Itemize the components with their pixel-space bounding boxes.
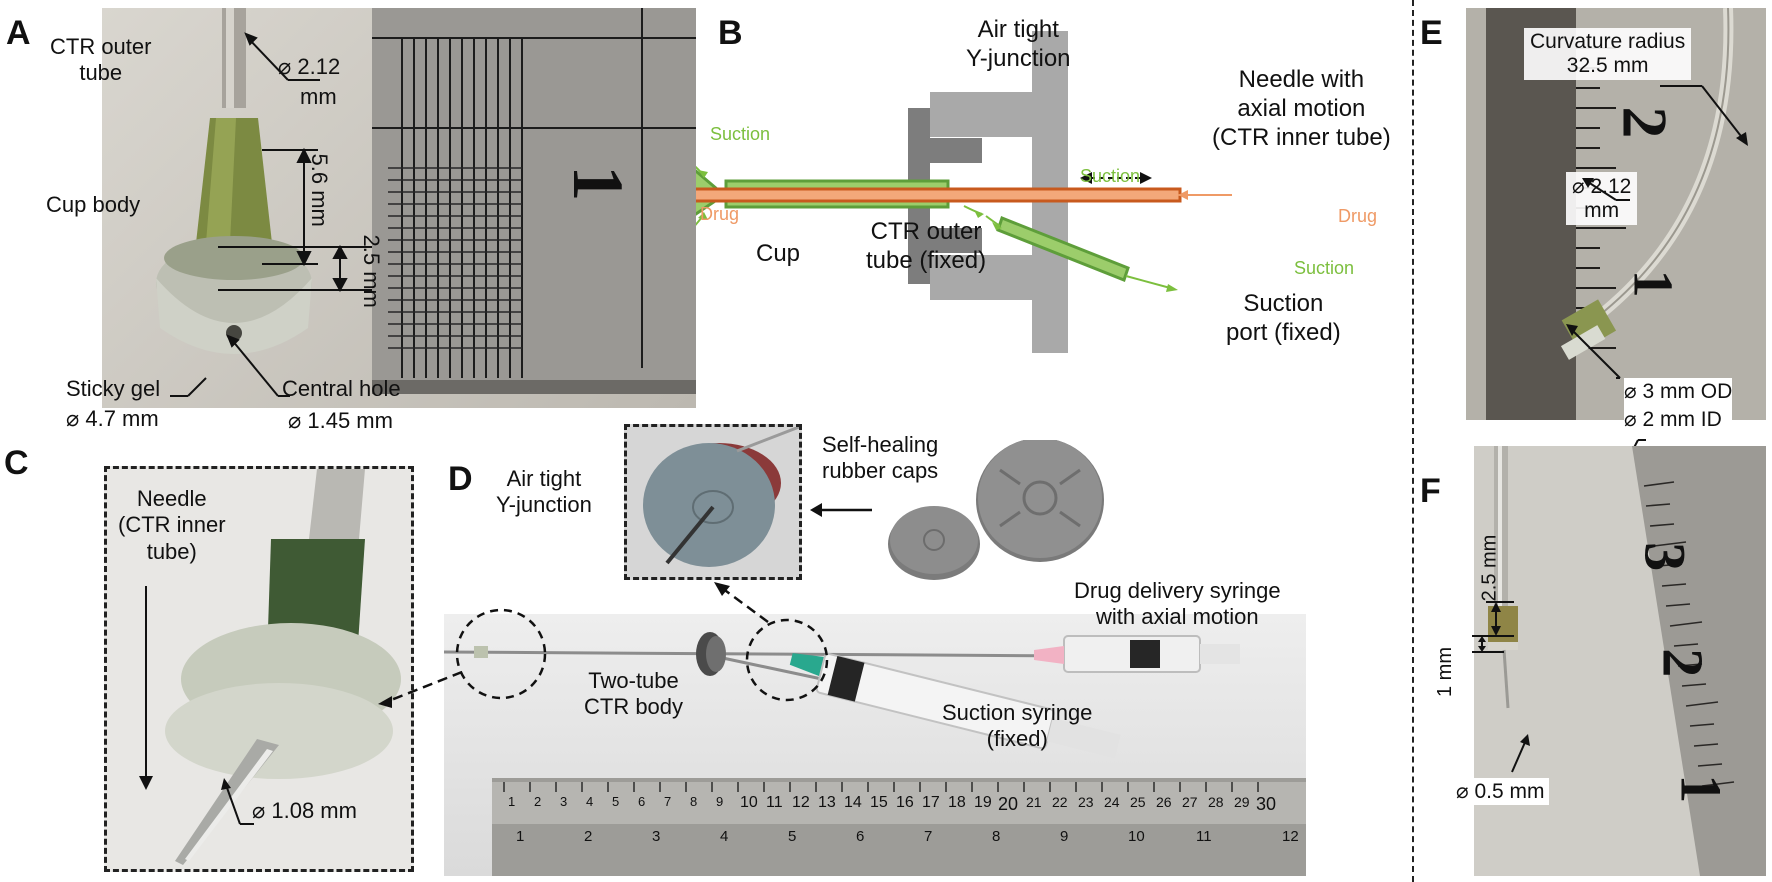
b-suction-mid: Suction (1080, 166, 1141, 186)
d-ruler-num: 30 (1256, 794, 1277, 814)
d-ruler-low-num: 8 (992, 828, 1001, 845)
d-ruler-num: 25 (1130, 794, 1146, 810)
d-ruler-num: 7 (664, 794, 672, 809)
b-suction-left: Suction (710, 124, 771, 144)
d-ruler-num: 28 (1208, 794, 1224, 810)
b-outer-tube-label: CTR outer tube (fixed) (866, 218, 987, 274)
b-cup-label: Cup (756, 240, 801, 267)
b-suction-right: Suction (1294, 258, 1355, 278)
d-y-junction-label: Air tight Y-junction (496, 466, 592, 518)
panel-d-drawing (444, 632, 1306, 876)
panel-c-frame (104, 466, 414, 872)
d-ruler-num: 9 (716, 794, 724, 809)
a-sticky-gel-dia: ⌀ 4.7 mm (66, 406, 159, 431)
vertical-separator (1412, 0, 1414, 882)
d-ruler-num: 22 (1052, 794, 1068, 810)
shared-od-id-label: ⌀ 3 mm OD ⌀ 2 mm ID (1624, 378, 1733, 435)
d-ruler-low-num: 10 (1128, 828, 1145, 845)
panel-d-photo (444, 614, 1306, 876)
panel-d-annotations (378, 503, 872, 708)
d-ruler-num: 19 (974, 794, 992, 811)
d-ruler-num: 14 (844, 794, 862, 811)
panel-c-annotations (139, 586, 254, 825)
panel-letter-e: E (1420, 14, 1443, 52)
a-outer-dia-label: ⌀ 2.12 (278, 54, 341, 79)
d-ruler-num: 29 (1234, 794, 1250, 810)
d-ruler-num: 17 (922, 794, 940, 811)
d-ruler-low-num: 2 (584, 828, 593, 845)
d-ruler-low-num: 1 (516, 828, 525, 845)
panel-a-drawing (156, 8, 696, 394)
d-ruler-num: 3 (560, 794, 568, 809)
d-ruler-low-num: 4 (720, 828, 729, 845)
b-drug-left: Drug (700, 204, 740, 224)
d-ruler-num: 11 (766, 794, 783, 811)
a-hole-dia: ⌀ 1.45 mm (288, 408, 393, 433)
d-ruler-num: 2 (534, 794, 542, 809)
d-ruler-low-num: 5 (788, 828, 797, 845)
panel-c-drawing (107, 469, 411, 869)
a-sticky-gel-label: Sticky gel (66, 376, 161, 401)
d-ruler-num: 26 (1156, 794, 1172, 810)
d-ruler-num: 12 (792, 794, 810, 811)
c-needle-label: Needle (CTR inner tube) (118, 486, 226, 564)
d-drug-syringe-label: Drug delivery syringe with axial motion (1074, 578, 1281, 630)
d-ruler-num: 8 (690, 794, 698, 809)
d-ruler-low-num: 11 (1196, 828, 1212, 845)
d-ruler-lower-numbers: 1 2 3 4 5 6 7 8 9 10 11 12 (492, 828, 1312, 850)
d-ruler-num: 18 (948, 794, 966, 811)
d-ruler-num: 16 (896, 794, 914, 811)
d-ruler-low-num: 9 (1060, 828, 1069, 845)
d-ruler-low-num: 7 (924, 828, 933, 845)
a-cup-body-label: Cup body (46, 192, 141, 217)
d-inset-drawing (627, 427, 799, 577)
d-ruler-num: 21 (1026, 794, 1042, 810)
d-ruler-num: 5 (612, 794, 620, 809)
d-ctr-body-label: Two-tube CTR body (584, 668, 684, 720)
d-ruler-num: 1 (508, 794, 516, 809)
c-dia-label: ⌀ 1.08 mm (252, 798, 357, 823)
panel-a-photo (102, 8, 696, 408)
panel-letter-a: A (6, 14, 31, 52)
d-ruler-num: 15 (870, 794, 888, 811)
panel-f-drawing (1474, 446, 1766, 876)
e-curvature-label: Curvature radius 32.5 mm (1524, 28, 1692, 80)
d-ruler-low-num: 6 (856, 828, 865, 845)
d-suction-syringe-label: Suction syringe (fixed) (942, 700, 1093, 752)
a-outer-tube-label: CTR outer tube (50, 34, 152, 86)
d-ruler-low-num: 3 (652, 828, 661, 845)
d-ruler-low-num: 12 (1282, 828, 1299, 845)
d-rubber-caps (888, 440, 1104, 580)
panel-f-annotations (1472, 601, 1530, 773)
panel-letter-c: C (4, 444, 29, 482)
d-ruler-num: 6 (638, 794, 646, 809)
d-inset-y-junction (624, 424, 802, 580)
panel-letter-b: B (718, 14, 743, 52)
panel-letter-d: D (448, 460, 473, 498)
panel-f-photo (1474, 446, 1766, 876)
e-dia-label: ⌀ 2.12 mm (1566, 172, 1638, 225)
d-ruler-num: 23 (1078, 794, 1094, 810)
d-ruler-num: 13 (818, 794, 836, 811)
d-ruler-num: 4 (586, 794, 594, 809)
d-ruler-num: 24 (1104, 794, 1120, 810)
b-needle-label: Needle with axial motion (CTR inner tube… (1212, 66, 1391, 151)
d-rubber-caps-label: Self-healing rubber caps (822, 432, 939, 484)
b-suction-port-label: Suction port (fixed) (1226, 290, 1341, 346)
a-outer-dia-unit: mm (300, 84, 337, 109)
b-drug-right: Drug (1338, 206, 1378, 226)
d-ruler-num: 10 (740, 794, 758, 811)
d-ruler-num: 20 (998, 794, 1019, 814)
panel-b-schematic (696, 31, 1232, 353)
d-ruler-num: 27 (1182, 794, 1198, 810)
panel-letter-f: F (1420, 472, 1441, 510)
panel-a-annotations (170, 32, 372, 397)
a-central-hole-label: Central hole (282, 376, 401, 401)
b-y-junction-label: Air tight Y-junction (966, 16, 1071, 72)
f-dia-label: ⌀ 0.5 mm (1452, 778, 1549, 806)
d-ruler-numbers: 1 2 3 4 5 6 7 8 9 10 11 12 13 14 15 16 1… (492, 794, 1312, 814)
